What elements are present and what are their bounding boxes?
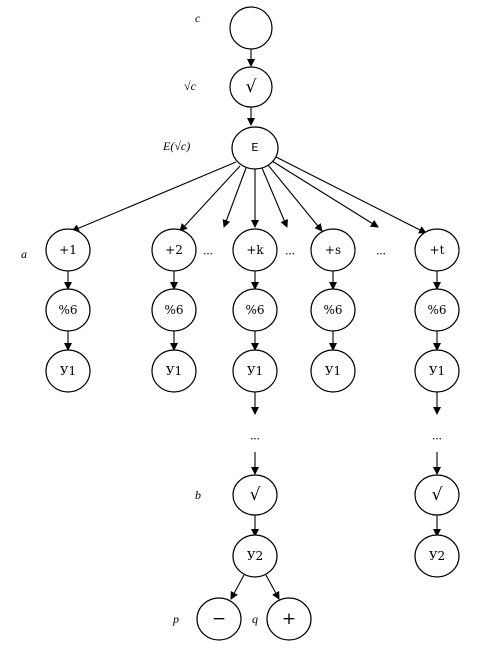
node-minus: − bbox=[196, 597, 242, 641]
node-sqrt-label: √ bbox=[246, 77, 257, 97]
ellipsis-a3: ... bbox=[376, 243, 386, 258]
node-mod6-label: %6 bbox=[323, 303, 342, 317]
label-p: p bbox=[172, 612, 179, 626]
node-plus2-label: +2 bbox=[165, 243, 183, 257]
node-sqrt-ck: √ bbox=[232, 474, 278, 516]
node-plusk-label: +k bbox=[246, 243, 264, 257]
node-minus-label: − bbox=[212, 609, 226, 629]
label-a: a bbox=[21, 247, 27, 261]
node-u2-ck: У2 bbox=[232, 534, 278, 578]
side-labels: c √c E(√c) a b p q bbox=[21, 11, 258, 626]
node-sqrt-ct: √ bbox=[414, 474, 460, 516]
node-mod6-cs: %6 bbox=[310, 288, 356, 332]
node-plus1-label: +1 bbox=[59, 243, 77, 257]
label-e-sqrt-c: E(√c) bbox=[162, 139, 190, 153]
node-u1-label: У1 bbox=[429, 364, 445, 378]
label-c: c bbox=[195, 11, 201, 25]
node-u1-c1: У1 bbox=[45, 349, 91, 393]
node-mod6-label: %6 bbox=[58, 303, 77, 317]
edge-e-gap1 bbox=[222, 167, 247, 228]
edge-e-gap3 bbox=[271, 160, 379, 228]
node-plus1: +1 bbox=[45, 228, 91, 272]
label-q: q bbox=[252, 612, 258, 626]
node-mod6-c1: %6 bbox=[45, 288, 91, 332]
node-u2-label: У2 bbox=[247, 549, 263, 563]
node-mod6-c2: %6 bbox=[151, 288, 197, 332]
node-plust-label: +t bbox=[430, 243, 445, 257]
node-u1-label: У1 bbox=[247, 364, 263, 378]
ellipsis-ck: ... bbox=[250, 428, 260, 443]
node-mod6-label: %6 bbox=[164, 303, 183, 317]
node-root bbox=[229, 6, 273, 50]
node-plus-leaf-label: + bbox=[282, 609, 296, 629]
ellipsis-a2: ... bbox=[285, 243, 295, 258]
edge-ck-plus bbox=[265, 574, 280, 600]
row-ellipses: ... ... ... ... ... bbox=[203, 243, 442, 443]
node-mod6-label: %6 bbox=[427, 303, 446, 317]
node-plus-leaf: + bbox=[266, 597, 312, 641]
node-u1-cs: У1 bbox=[310, 349, 356, 393]
node-plusk: +k bbox=[232, 228, 278, 272]
edge-e-plust bbox=[275, 156, 427, 234]
edge-e-gap2 bbox=[261, 167, 288, 228]
node-u2-label: У2 bbox=[429, 549, 445, 563]
edge-ck-minus bbox=[230, 574, 245, 600]
node-u1-ck: У1 bbox=[232, 349, 278, 393]
node-plus2: +2 bbox=[151, 228, 197, 272]
ellipsis-a1: ... bbox=[203, 243, 213, 258]
node-e-label: E bbox=[251, 141, 258, 155]
node-pluss-label: +s bbox=[325, 243, 341, 257]
edge-e-plus1 bbox=[71, 161, 237, 232]
label-sqrt-c: √c bbox=[184, 79, 197, 93]
node-sqrt: √ bbox=[229, 66, 273, 108]
node-sqrt-label: √ bbox=[250, 485, 261, 505]
node-e: E bbox=[231, 126, 279, 170]
ellipsis-ct: ... bbox=[432, 428, 442, 443]
node-plust: +t bbox=[414, 228, 460, 272]
node-u1-c2: У1 bbox=[151, 349, 197, 393]
node-u1-ct: У1 bbox=[414, 349, 460, 393]
node-pluss: +s bbox=[310, 228, 356, 272]
edge-e-plus2 bbox=[179, 165, 241, 232]
node-mod6-label: %6 bbox=[245, 303, 264, 317]
node-mod6-ct: %6 bbox=[414, 288, 460, 332]
node-u1-label: У1 bbox=[60, 364, 76, 378]
node-u1-label: У1 bbox=[325, 364, 341, 378]
edge-e-pluss bbox=[267, 164, 323, 232]
label-b: b bbox=[195, 488, 201, 502]
node-mod6-ck: %6 bbox=[232, 288, 278, 332]
node-u1-label: У1 bbox=[166, 364, 182, 378]
node-sqrt-label: √ bbox=[432, 485, 443, 505]
edges bbox=[64, 49, 441, 600]
node-u2-ct: У2 bbox=[414, 534, 460, 578]
